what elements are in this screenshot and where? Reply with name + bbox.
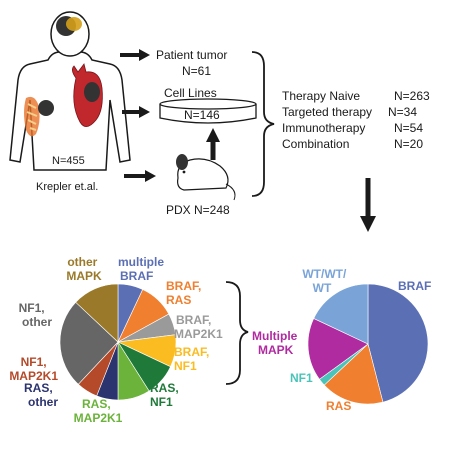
therapy-count: N=34 [388,105,417,119]
label-nf1-other: NF1, other [19,301,53,329]
label-wt-line1: WT/WT/ [302,267,347,281]
label-multiple-mapk-line2: MAPK [258,343,294,357]
therapy-count: N=20 [394,137,423,151]
label-braf-ras-line1: BRAF, [166,279,201,293]
pie-slice-ras [323,343,384,405]
label-multiple-braf: multiple BRAF [118,255,167,283]
therapy-name: Targeted therapy [282,105,372,119]
label-braf-map2k1-line2: MAP2K1 [174,327,223,341]
label-braf-map2k1-line1: BRAF, [176,313,211,327]
liver-tissue [24,96,40,137]
label-other-mapk-line1: other [67,255,97,269]
label-braf-nf1-line1: BRAF, [174,345,209,359]
label-multiple-braf-line2: BRAF [120,269,153,283]
label-nf1: NF1 [290,371,313,385]
cell-lines-dish [159,98,257,124]
cell-lines-count: N=146 [184,108,220,122]
label-braf-nf1: BRAF, NF1 [174,345,213,373]
label-nf1-other-line1: NF1, [19,301,45,315]
label-ras-nf1: RAS, NF1 [150,381,182,409]
source-arrows [120,49,376,232]
pies-brace [225,281,249,385]
pie-slice-multiple-mapk [307,318,369,380]
label-nf1-map2k1-line1: NF1, [21,355,47,369]
label-wt-line2: WT [313,281,332,295]
pdx-label: PDX N=248 [166,203,230,217]
label-ras-other-line2: other [28,395,58,409]
citation-label: Krepler et.al. [36,181,98,193]
therapy-count: N=54 [394,121,423,135]
label-ras-map2k1-line1: RAS, [82,397,111,411]
liver-tissue-pattern [26,103,38,131]
pie-slice-other-mapk [75,283,119,343]
label-multiple-braf-line1: multiple [118,255,164,269]
arrow-to-patient-tumor [120,49,150,61]
brain-tumor-gold [66,17,82,31]
arrow-down-to-results [360,178,376,232]
label-ras-nf1-line2: NF1 [150,395,173,409]
label-ras-nf1-line1: RAS, [150,381,179,395]
therapy-name: Immunotherapy [282,121,365,135]
label-braf-nf1-line2: NF1 [174,359,197,373]
pie-slice-wt-wt-wt [313,283,369,345]
label-ras: RAS [326,399,351,413]
therapy-list: Therapy Naive N=263 Targeted therapy N=3… [282,89,430,151]
pie-slice-nf1-other [59,301,119,385]
pie-chart-left [59,283,177,401]
label-braf-ras-line2: RAS [166,293,191,307]
cell-lines-label: Cell Lines [164,86,217,100]
label-ras-map2k1-line2: MAP2K1 [74,411,123,425]
label-ras-map2k1: RAS, MAP2K1 [74,397,123,425]
pie-chart-right [307,283,429,405]
label-nf1-other-line2: other [22,315,52,329]
label-wt: WT/WT/ WT [302,267,349,295]
therapy-name: Therapy Naive [282,89,360,103]
arrow-to-pdx [124,170,156,182]
sources-brace [251,51,275,197]
label-other-mapk: other MAPK [66,255,102,283]
human-body-illustration: N=455 Krepler et.al. [9,11,131,193]
left-pie-labels: multiple BRAF BRAF, RAS BRAF, MAP2K1 BRA… [9,255,223,425]
label-nf1-map2k1: NF1, MAP2K1 [9,355,58,383]
patient-tumor-count: N=61 [182,64,211,78]
therapy-name: Combination [282,137,349,151]
heart-tumor [84,82,100,102]
body-count-label: N=455 [52,155,85,167]
mouse-icon [176,154,236,201]
label-braf-ras: BRAF, RAS [166,279,205,307]
label-multiple-mapk: Multiple MAPK [252,329,301,357]
liver-tumor [38,100,54,116]
label-multiple-mapk-line1: Multiple [252,329,298,343]
right-pie-labels: Multiple MAPK WT/WT/ WT BRAF RAS NF1 [252,267,431,413]
label-ras-other-line1: RAS, [24,381,53,395]
label-braf-map2k1: BRAF, MAP2K1 [174,313,223,341]
label-other-mapk-line2: MAPK [66,269,102,283]
pie-slice-braf [367,283,429,403]
label-ras-other: RAS, other [24,381,58,409]
patient-tumor-label: Patient tumor [156,48,227,62]
label-nf1-map2k1-line2: MAP2K1 [9,369,58,383]
therapy-count: N=263 [394,89,430,103]
arrow-pdx-to-cell-lines [206,128,220,160]
label-braf: BRAF [398,279,431,293]
arrow-to-cell-lines [122,106,150,118]
